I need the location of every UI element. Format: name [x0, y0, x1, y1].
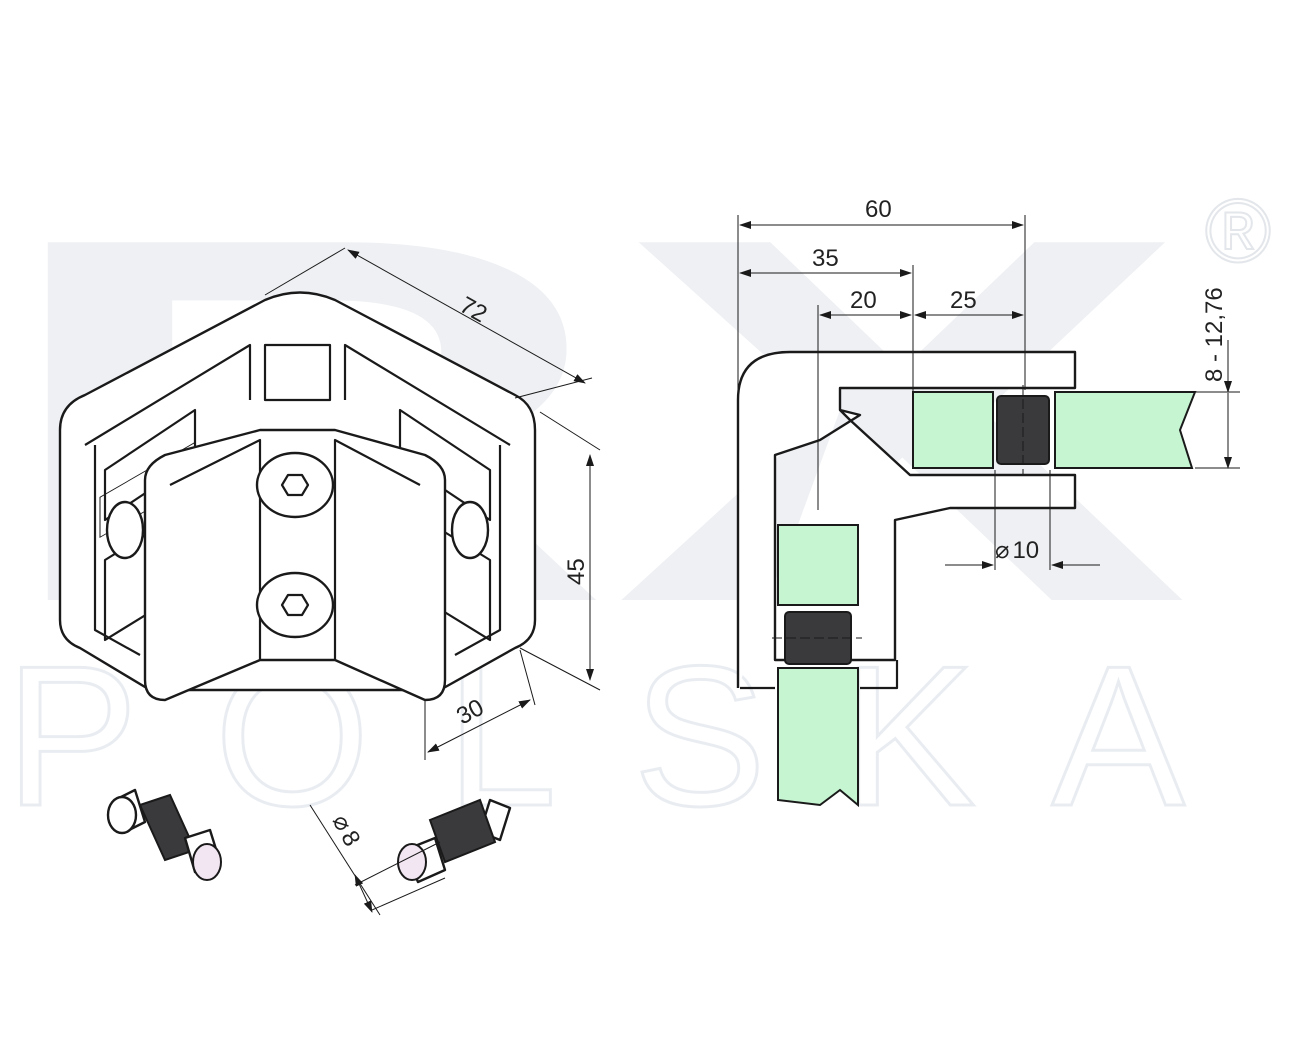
screw-bottom	[255, 571, 335, 639]
pin-right-end	[450, 500, 490, 560]
glass-vertical-inner	[777, 524, 859, 606]
dim-glass-thickness-label: 8 - 12,76	[1201, 287, 1228, 382]
dim-pin-10-label: ⌀10	[995, 537, 1039, 564]
dim-25-label: 25	[950, 287, 977, 314]
glass-vertical	[777, 667, 859, 808]
dim-35-label: 35	[812, 245, 839, 272]
glass-horizontal-inner	[912, 391, 994, 469]
pin-left	[106, 788, 222, 881]
isometric-view: 72 45 30	[58, 247, 601, 760]
dim-60-label: 60	[865, 196, 892, 223]
pin-left-end	[105, 500, 145, 560]
glass-horizontal	[1054, 391, 1197, 469]
dim-45-label: 45	[563, 558, 590, 585]
hex-socket-icon	[280, 593, 310, 617]
hex-socket-icon	[280, 473, 310, 497]
pin-right: ⌀8	[309, 798, 512, 916]
registered-mark-icon: ®	[1205, 182, 1271, 282]
dim-20-label: 20	[850, 287, 877, 314]
screw-top	[255, 451, 335, 519]
section-view: 60 35 20 25 8 - 12,76 ⌀10	[736, 196, 1240, 808]
clamp-front-plate	[143, 428, 447, 702]
